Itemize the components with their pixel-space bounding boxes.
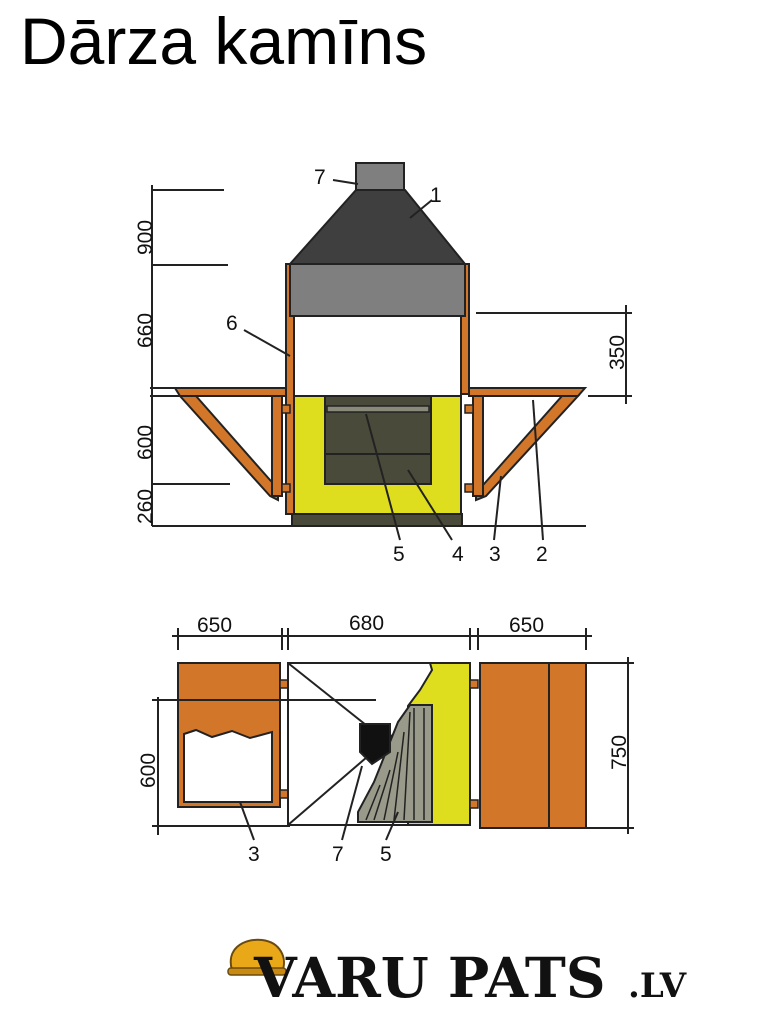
dim-260: 260 — [134, 489, 157, 524]
chimney — [355, 162, 405, 191]
dim-350: 350 — [606, 335, 629, 370]
callout-6: 6 — [226, 312, 238, 335]
left-table-leg — [271, 395, 283, 497]
hood-band — [289, 263, 466, 317]
callout-leader — [332, 179, 359, 185]
dim-900: 900 — [134, 220, 157, 255]
dim-660: 660 — [134, 313, 157, 348]
dim-650-right: 650 — [509, 614, 544, 637]
logo: VARU PATS .LV — [227, 938, 687, 1010]
grate-bar — [373, 769, 391, 821]
callout-5: 5 — [393, 543, 405, 566]
left-table-top — [173, 387, 287, 397]
left-table-cutaway — [183, 728, 273, 803]
left-connector-top — [279, 679, 289, 689]
left-table-bracket-bottom — [281, 483, 291, 493]
helmet-icon — [227, 938, 287, 976]
right-table-top — [468, 387, 588, 397]
callout-4: 4 — [452, 543, 464, 566]
right-table-bracket-top — [464, 404, 474, 414]
grate-bar — [393, 731, 405, 821]
left-table-bracket-top — [281, 404, 291, 414]
right-connector-top — [469, 679, 479, 689]
front-view: 900 660 600 260 350 7 1 6 5 4 3 2 — [134, 162, 632, 566]
grate-bar — [383, 751, 399, 821]
callout-leader — [239, 801, 255, 841]
plan-callout-7: 7 — [332, 843, 344, 866]
plan-view: 650 680 650 600 — [137, 612, 634, 866]
callout-leader — [243, 329, 291, 357]
callout-leader — [407, 469, 453, 541]
callout-7: 7 — [314, 166, 326, 189]
callout-leader — [365, 413, 401, 541]
grate-bar — [403, 711, 411, 821]
plan-callout-3: 3 — [248, 843, 260, 866]
logo-text: VARU PATS — [253, 945, 606, 1010]
callout-3: 3 — [489, 543, 501, 566]
callout-leader — [532, 399, 544, 541]
dim-600-plan: 600 — [137, 753, 160, 788]
right-table-leg — [472, 395, 484, 497]
callout-leader — [341, 765, 363, 841]
callout-leader — [409, 199, 433, 219]
plan-callout-5: 5 — [380, 843, 392, 866]
callout-leader — [493, 475, 502, 541]
flue-plan — [359, 723, 391, 766]
dim-650-left: 650 — [197, 614, 232, 637]
dim-680: 680 — [349, 612, 384, 635]
right-connector-bottom — [469, 799, 479, 809]
callout-2: 2 — [536, 543, 548, 566]
callout-leader — [385, 811, 399, 841]
left-connector-bottom — [279, 789, 289, 799]
right-table-brace — [475, 395, 581, 502]
callout-1: 1 — [430, 184, 442, 207]
grate-bar — [365, 784, 381, 821]
page-title: Dārza kamīns — [20, 4, 428, 78]
grill-grate — [326, 405, 430, 413]
right-table-plan — [479, 662, 587, 829]
dim-600: 600 — [134, 425, 157, 460]
dim-750: 750 — [608, 735, 631, 770]
logo-domain: .LV — [628, 966, 687, 1006]
hood-lower-white — [293, 315, 462, 397]
right-table-bracket-bottom — [464, 483, 474, 493]
